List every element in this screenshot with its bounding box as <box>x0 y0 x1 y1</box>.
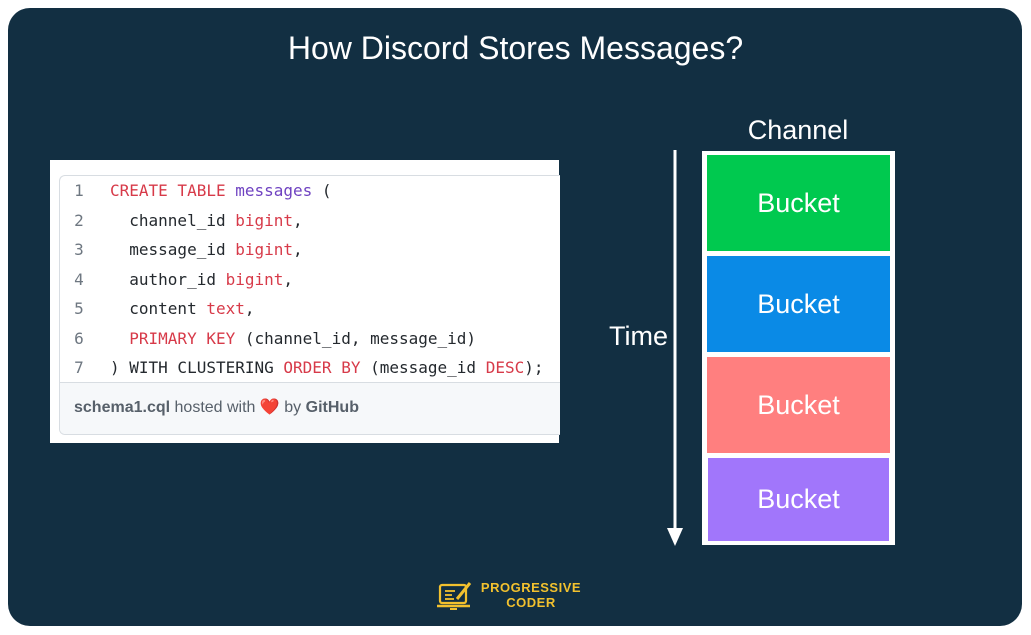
bucket-4: Bucket <box>708 458 889 541</box>
line-number: 1 <box>74 181 84 200</box>
code-line: 5 content text, <box>60 294 560 323</box>
line-number: 4 <box>74 269 84 289</box>
line-number: 2 <box>74 210 84 230</box>
code-line: 7 ) WITH CLUSTERING ORDER BY (message_id … <box>60 353 560 382</box>
code-token: , <box>283 269 294 289</box>
logo-line-1: PROGRESSIVE <box>480 580 582 595</box>
code-line: 2 channel_id bigint, <box>60 206 560 235</box>
code-keyword: PRIMARY KEY <box>129 328 236 348</box>
code-text: message_id bigint, <box>110 235 303 264</box>
code-token: ( <box>312 181 332 200</box>
code-token <box>226 181 236 200</box>
code-footer: schema1.cql hosted with ❤️ by GitHub <box>60 382 560 434</box>
code-text: CREATE TABLE messages ( <box>110 176 332 205</box>
code-keyword: bigint <box>235 210 294 230</box>
by-text: by <box>284 399 302 416</box>
channel-label: Channel <box>747 115 849 145</box>
code-token: message_id <box>110 240 236 259</box>
code-keyword: ORDER BY <box>283 358 361 377</box>
laptop-pen-icon <box>437 582 472 610</box>
logo-text: PROGRESSIVE CODER <box>477 580 585 610</box>
line-number: 7 <box>74 358 84 377</box>
code-token <box>110 329 129 348</box>
code-token: , <box>244 299 255 318</box>
code-keyword: bigint <box>235 240 294 259</box>
bucket-1: Bucket <box>707 155 890 251</box>
code-token: (channel_id, message_id) <box>235 328 477 348</box>
code-text: ) WITH CLUSTERING ORDER BY (message_id D… <box>110 353 543 382</box>
logo-line-2: CODER <box>506 595 556 610</box>
code-text: author_id bigint, <box>110 265 293 294</box>
code-token: channel_id <box>110 210 236 230</box>
code-text: channel_id bigint, <box>110 206 303 235</box>
code-keyword: bigint <box>225 269 284 289</box>
code-line: 3 message_id bigint, <box>60 235 560 264</box>
code-token: ) WITH CLUSTERING <box>110 358 284 377</box>
code-token: , <box>293 240 303 259</box>
code-line: 6 PRIMARY KEY (channel_id, message_id) <box>60 324 560 353</box>
line-number: 5 <box>74 299 84 318</box>
code-keyword: CREATE TABLE <box>110 181 226 200</box>
host-link[interactable]: GitHub <box>305 399 359 416</box>
code-text: content text, <box>110 294 255 323</box>
code-filename[interactable]: schema1.cql <box>74 399 171 416</box>
code-text: PRIMARY KEY (channel_id, message_id) <box>110 324 476 353</box>
bucket-2: Bucket <box>707 256 890 352</box>
code-line: 1 CREATE TABLE messages ( <box>60 176 560 205</box>
time-arrow-icon <box>667 150 683 546</box>
line-number: 3 <box>74 240 84 259</box>
code-keyword: DESC <box>485 358 525 377</box>
page-title: How Discord Stores Messages? <box>287 30 744 66</box>
code-token: (message_id <box>360 358 486 377</box>
code-keyword: text <box>206 299 245 318</box>
code-table-name: messages <box>235 181 313 200</box>
heart-icon: ❤️ <box>259 399 280 416</box>
line-number: 6 <box>74 328 84 348</box>
code-token: , <box>293 210 303 230</box>
time-label: Time <box>609 321 668 351</box>
code-token: ); <box>524 358 544 377</box>
hosted-with-text: hosted with <box>174 399 256 416</box>
code-token: content <box>110 299 207 318</box>
bucket-3: Bucket <box>707 357 890 453</box>
code-token: author_id <box>110 269 226 289</box>
code-line: 4 author_id bigint, <box>60 265 560 294</box>
